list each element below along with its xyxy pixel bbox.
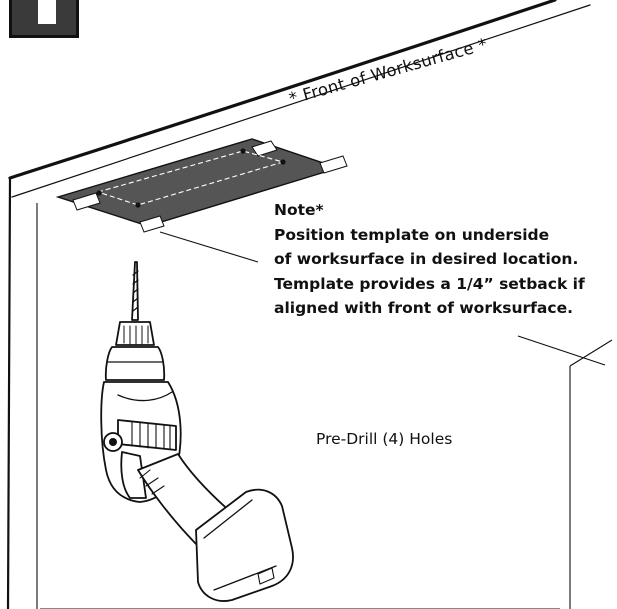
template-tab-top xyxy=(251,140,278,157)
note-block: Note* Position template on underside of … xyxy=(274,198,585,321)
worksurface-back-edge xyxy=(11,4,591,198)
drill-trigger xyxy=(120,451,147,499)
pilot-hole-4 xyxy=(135,202,141,208)
template-tab-left xyxy=(72,192,101,211)
panel-diagonal-right xyxy=(517,335,606,366)
drill-caption: Pre-Drill (4) Holes xyxy=(316,430,453,448)
pilot-hole-1 xyxy=(96,190,102,196)
drill-body-upper xyxy=(104,346,166,381)
step-badge-numeral xyxy=(38,0,56,24)
note-line-4: aligned with front of worksurface. xyxy=(274,299,573,317)
worksurface xyxy=(6,0,591,609)
pilot-hole-3 xyxy=(280,159,286,165)
mounting-template xyxy=(55,138,348,233)
drill-icon xyxy=(100,261,294,602)
panel-diagonal-upper xyxy=(159,231,259,263)
drill-clutch xyxy=(117,419,177,451)
note-line-1: Position template on underside xyxy=(274,225,550,244)
step-number-badge xyxy=(9,0,79,38)
template-tab-right xyxy=(319,155,348,174)
note-line-2: of worksurface in desired location. xyxy=(274,250,579,268)
pilot-hole-2 xyxy=(240,148,246,154)
template-tab-bottom xyxy=(139,215,165,233)
worksurface-front-edge xyxy=(8,0,557,180)
right-panel-top xyxy=(569,339,613,367)
drill-chuck xyxy=(115,321,155,346)
note-title: Note* xyxy=(274,201,324,219)
note-line-3: Template provides a 1/4” setback if xyxy=(274,274,585,293)
worksurface-left-edge xyxy=(6,176,12,609)
cabinet-panels xyxy=(36,203,613,609)
